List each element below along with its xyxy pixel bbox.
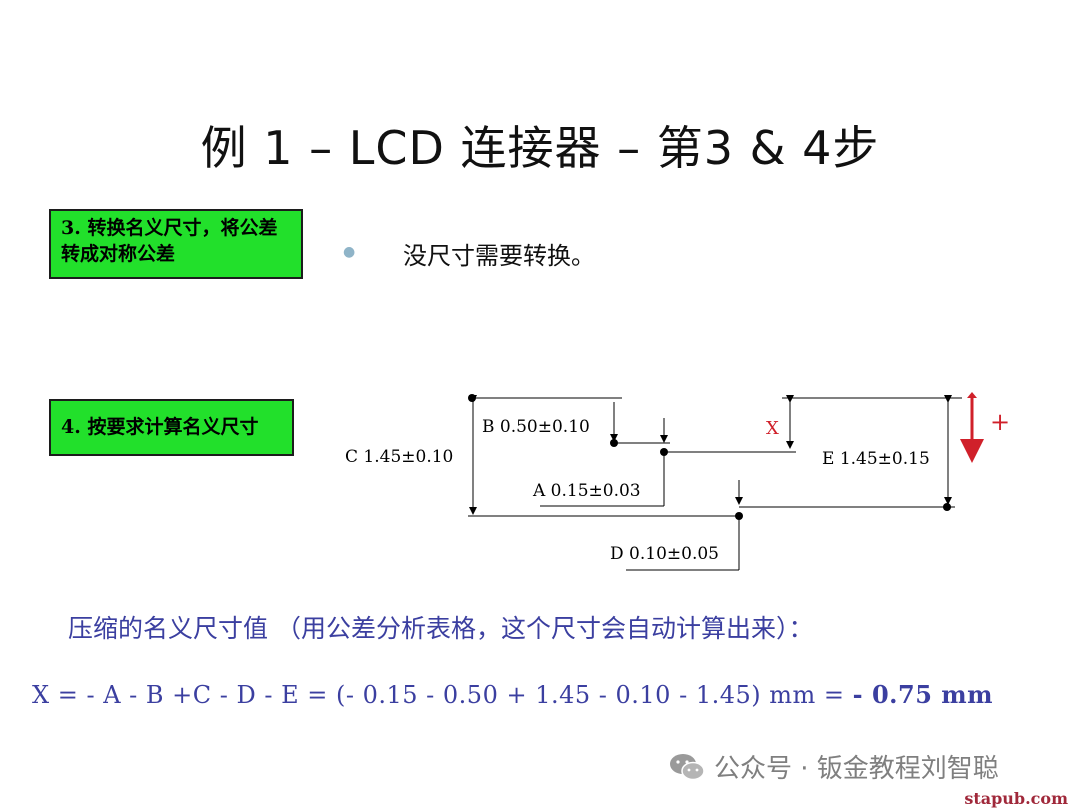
slide-title: 例 1 – LCD 连接器 – 第3 & 4步: [200, 121, 880, 175]
watermark: 公众号 · 钣金教程刘智聪: [668, 748, 999, 785]
bullet-icon: ●: [343, 244, 356, 260]
formula-result: - 0.75 mm: [852, 680, 994, 709]
point-b: [610, 439, 618, 447]
label-b: B 0.50±0.10: [482, 417, 590, 437]
step4-box: 4. 按要求计算名义尺寸: [49, 399, 294, 456]
label-plus: +: [990, 408, 1010, 436]
watermark-text: 公众号 · 钣金教程刘智聪: [714, 754, 999, 784]
point-top: [468, 394, 476, 402]
point-e: [943, 503, 951, 511]
step3-box: 3. 转换名义尺寸，将公差 转成对称公差: [49, 209, 303, 279]
step3-line2: 转成对称公差: [61, 243, 176, 265]
point-d: [735, 512, 743, 520]
step3-line1: 3. 转换名义尺寸，将公差: [61, 217, 278, 239]
compress-text: 压缩的名义尺寸值 （用公差分析表格，这个尺寸会自动计算出来）：: [68, 614, 814, 643]
site-watermark: stapub.com: [964, 789, 1068, 808]
label-d: D 0.10±0.05: [610, 544, 719, 564]
bullet-text: 没尺寸需要转换。: [403, 242, 595, 270]
label-c: C 1.45±0.10: [345, 447, 453, 467]
formula-expr: X = - A - B +C - D - E = (- 0.15 - 0.50 …: [32, 681, 853, 709]
step4-label: 4. 按要求计算名义尺寸: [61, 416, 259, 438]
label-x: X: [766, 418, 779, 439]
wechat-icon: [670, 753, 705, 780]
label-e: E 1.45±0.15: [822, 449, 930, 469]
point-a: [660, 448, 668, 456]
label-a: A 0.15±0.03: [532, 481, 641, 501]
formula: X = - A - B +C - D - E = (- 0.15 - 0.50 …: [32, 680, 993, 709]
sign-arrow-top: [967, 392, 977, 398]
